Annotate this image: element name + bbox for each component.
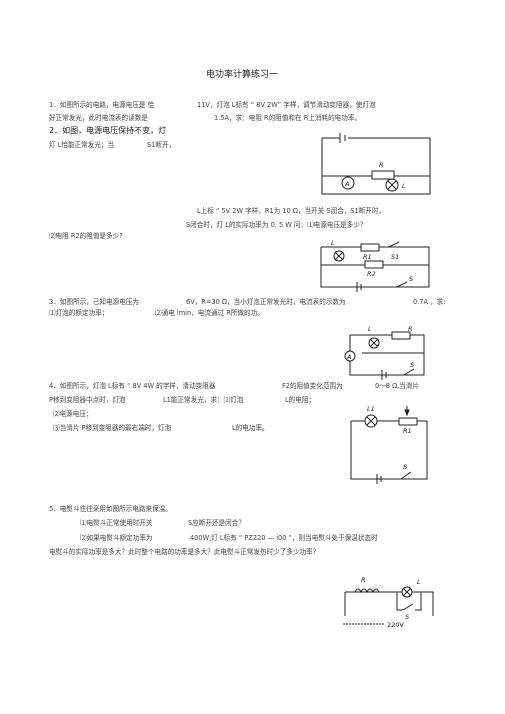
q5-line2b: S应断开还是闭合？ xyxy=(188,519,245,527)
q4-line1-right: 0～8 Ω,当滑片 xyxy=(375,382,419,390)
fig5-s-label: S xyxy=(405,613,409,621)
q4-line3: ⑵电源电压； xyxy=(53,410,93,418)
fig1-l-label: L xyxy=(402,182,406,190)
circuit-diagram-5: R L S 220V xyxy=(343,576,434,629)
q3-line2b: ⑵通电 lmin，电流通过 R所做的功。 xyxy=(155,309,264,317)
q3-line1-left: 3．如图所示，已知电源电压为 xyxy=(49,298,139,306)
q4-line4a: ⑶当滑片 P移到变阻器的最右端时，灯泡 xyxy=(53,424,172,432)
q4-line1-mid: F2的阻值变化范围为 xyxy=(282,382,343,390)
q2-line2a: 灯 L恰能正常发光；当 xyxy=(49,141,115,149)
q1-line2-left: 好正常发光，此时电流表的读数是 xyxy=(49,114,148,122)
q3-line1-right: 0.7A ，求: xyxy=(413,298,446,306)
fig3-l-label: L xyxy=(368,325,372,333)
fig4-s-label: S xyxy=(403,463,407,471)
q5-line3b: 400W,灯 L标有 “ PZ220 — i00 ”，则当电熨斗处于保温状态时 xyxy=(190,534,378,542)
q4-line2b: L1能正常发光，求：⑴灯泡 xyxy=(163,396,244,404)
page-title: 电功率计算练习一 xyxy=(206,70,279,80)
fig3-r-label: R xyxy=(408,325,413,333)
q1-line1-left: 1．如图所示的电路，电源电压是 恰 xyxy=(49,101,155,109)
q2-line5: ⑵电阻 R2的阻值是多少? xyxy=(49,232,123,240)
q2-line4: S闭合时，灯 L的实际功率为 0. 5 W 问：⑴电源电压是多少？ xyxy=(186,221,367,229)
q3-line1-mid: 6V，R=30 Ω，当小灯泡正常发光时，电流表的示数为 xyxy=(186,298,346,306)
fig2-s1-label: S1 xyxy=(391,253,399,261)
q5-line3a: ⑵如果电熨斗额定功率为 xyxy=(80,534,153,542)
q4-line1-left: 4．如图所示，灯泡 L标有 “ 8V 4W 的字样，滑动变阻器 xyxy=(49,382,216,390)
q1-line2-right: 1.5A，求：电阻 R的阻值和在 R上消耗的电功率。 xyxy=(214,114,362,122)
circuit-diagram-4: L1 R1 S xyxy=(350,405,428,484)
circuit-diagram-1: R A L xyxy=(321,133,431,195)
circuit-diagram-2: L R1 S1 R2 S xyxy=(320,239,430,292)
fig2-r2-label: R2 xyxy=(367,270,376,278)
q5-line4: 电熨斗的实际功率是多大？此时整个电路的功率是多大？此电熨斗正常发热时少了多少功率… xyxy=(49,548,320,556)
circuit-diagram-3: L R A S xyxy=(344,325,425,380)
fig1-r-label: R xyxy=(379,161,384,169)
q4-line2c: L的电阻； xyxy=(285,396,316,404)
q1-line1-right: 11V，灯泡 L标有 “ 8V 2W” 字样，调节滑动变阻器，使灯泡 xyxy=(197,101,376,109)
q5-line2a: ⑴电熨斗正常使用时开关 xyxy=(80,519,153,527)
fig1-a-label: A xyxy=(344,180,349,188)
fig4-r-label: R1 xyxy=(403,427,412,435)
fig3-s-label: S xyxy=(410,361,414,369)
fig3-a-label: A xyxy=(346,353,351,361)
fig5-l-label: L xyxy=(417,578,421,586)
q2-line2b: S1断开， xyxy=(147,141,176,149)
fig5-r-label: R xyxy=(361,576,366,584)
fig2-l-label: L xyxy=(331,239,335,247)
fig4-l-label: L1 xyxy=(367,405,375,413)
q2-line3: L上标 “ 5V 2W 字样，R1为 10 Ω，当开关 S闭合，S1断开时， xyxy=(197,207,386,215)
q2-line1: 2．如图，电源电压保持不变，灯 xyxy=(49,126,167,135)
fig2-s-label: S xyxy=(409,275,413,283)
q3-line2a: ⑴灯泡的额定功率； xyxy=(49,309,109,317)
q5-line1: 5．电熨斗往往采用如图所示电路来保温。 xyxy=(49,505,172,513)
q4-line2a: P移到变阻器中点时，灯泡 xyxy=(49,396,126,404)
fig5-v-label: 220V xyxy=(387,621,404,629)
q4-line4b: L的电功率。 xyxy=(232,424,269,432)
fig2-r1-label: R1 xyxy=(363,253,372,261)
